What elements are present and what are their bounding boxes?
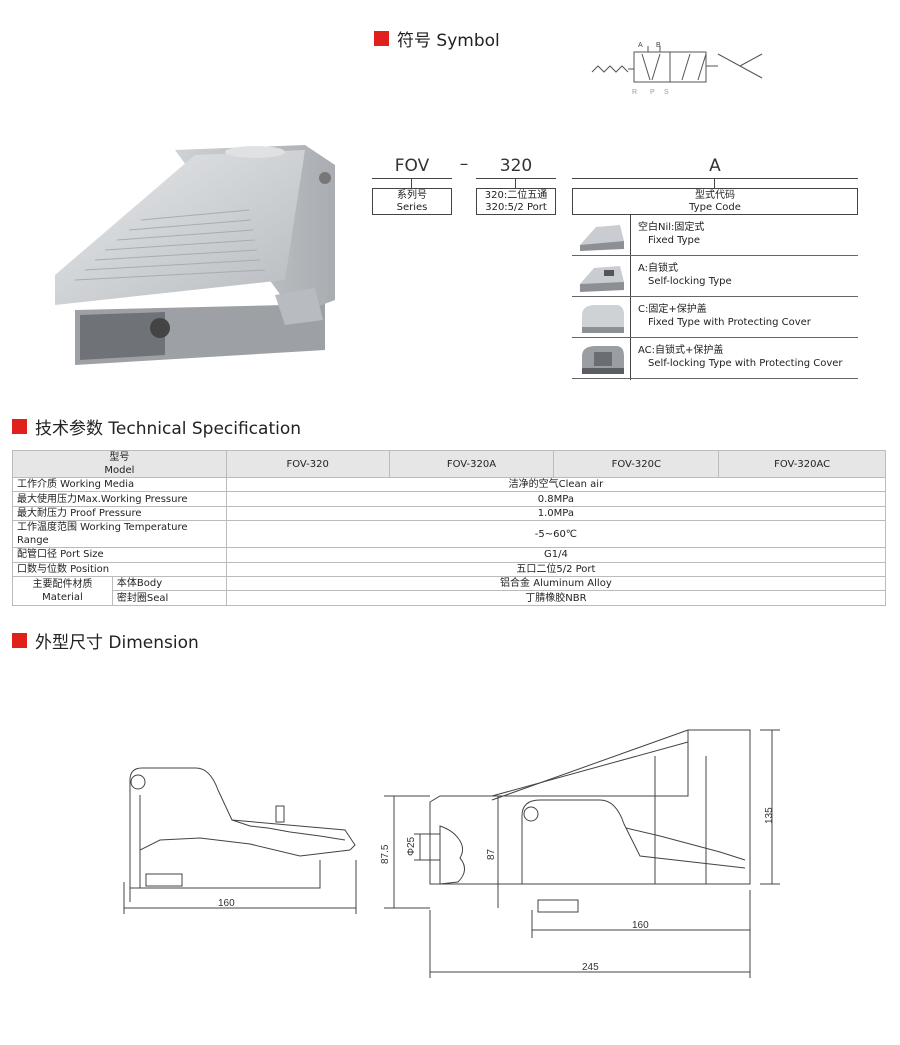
table-row: 工作温度范围 Working Temperature Range -5~60℃ xyxy=(12,520,887,549)
total-height-label: 135 xyxy=(764,807,775,824)
table-row: 主要配件材质 Material 本体Body 铝合金 Aluminum Allo… xyxy=(12,575,887,606)
table-row: 工作介质 Working Media 洁净的空气Clean air xyxy=(12,476,887,493)
front-width-label: 160 xyxy=(218,898,235,909)
series-tick xyxy=(411,178,412,188)
type-option-self-locking-cover: AC:自锁式+保护盖 Self-locking Type with Protec… xyxy=(572,338,858,379)
self-locking-cover-thumbnail-icon xyxy=(582,346,624,374)
type-option-self-locking: A:自锁式 Self-locking Type xyxy=(572,256,858,297)
port-s-label: S xyxy=(664,89,669,96)
red-square-icon xyxy=(12,419,27,434)
side-width-label: 160 xyxy=(632,920,649,931)
self-locking-thumbnail-icon xyxy=(580,266,624,292)
valve-symbol: A B R P S xyxy=(591,42,763,96)
port-r-label: R xyxy=(632,89,637,96)
model-col-4: FOV-320AC xyxy=(718,450,886,478)
port-p-label: P xyxy=(650,89,655,96)
type-option-fixed: 空白Nil:固定式 Fixed Type xyxy=(572,215,858,256)
port-tick xyxy=(515,178,516,188)
type-tick xyxy=(714,178,715,188)
side-height-left-label: 87.5 xyxy=(380,844,391,864)
series-rule xyxy=(372,178,452,179)
table-row: 最大耐压力 Proof Pressure 1.0MPa xyxy=(12,505,887,522)
dimension-drawing: 160 160 245 87.5 Φ25 87 135 xyxy=(123,729,780,978)
series-code: FOV xyxy=(394,156,430,176)
table-row: 口数与位数 Position 五口二位5/2 Port xyxy=(12,561,887,577)
spec-table: 型号 Model FOV-320 FOV-320A FOV-320C FOV-3… xyxy=(12,450,887,606)
type-rule xyxy=(572,178,858,179)
type-box: 型式代码 Type Code xyxy=(572,188,858,215)
model-col-2: FOV-320A xyxy=(388,450,555,478)
bore-label: Φ25 xyxy=(406,836,417,856)
material-label-cell: 主要配件材质 Material xyxy=(12,575,113,606)
side-height-inner-label: 87 xyxy=(486,848,497,860)
fixed-type-thumbnail-icon xyxy=(580,225,624,251)
model-col-3: FOV-320C xyxy=(553,450,720,478)
tech-spec-heading: 技术参数 Technical Specification xyxy=(12,414,301,439)
foot-pedal-image xyxy=(55,145,335,365)
symbol-heading: 符号 Symbol xyxy=(374,26,500,51)
type-list-divider xyxy=(630,215,631,380)
port-code: 320 xyxy=(499,156,533,176)
table-row: 配管口径 Port Size G1/4 xyxy=(12,547,887,563)
port-a-label: A xyxy=(638,42,643,49)
series-box: 系列号 Series xyxy=(372,188,452,215)
code-dash: – xyxy=(459,154,469,174)
model-header-cell: 型号 Model xyxy=(12,450,227,478)
model-col-1: FOV-320 xyxy=(225,450,390,478)
total-length-label: 245 xyxy=(582,962,599,973)
type-option-fixed-cover: C:固定+保护盖 Fixed Type with Protecting Cove… xyxy=(572,297,858,338)
type-code: A xyxy=(709,156,721,176)
table-row: 密封圈Seal 丁腈橡胶NBR xyxy=(13,590,887,606)
red-square-icon xyxy=(12,633,27,648)
spec-header-row: 型号 Model FOV-320 FOV-320A FOV-320C FOV-3… xyxy=(12,450,886,478)
red-square-icon xyxy=(374,31,389,46)
table-row: 最大使用压力Max.Working Pressure 0.8MPa xyxy=(12,491,887,507)
port-b-label: B xyxy=(656,42,661,49)
dimension-heading: 外型尺寸 Dimension xyxy=(12,628,199,653)
port-rule xyxy=(476,178,556,179)
fixed-cover-thumbnail-icon xyxy=(582,305,624,333)
port-box: 320:二位五通 320:5/2 Port xyxy=(476,188,556,215)
